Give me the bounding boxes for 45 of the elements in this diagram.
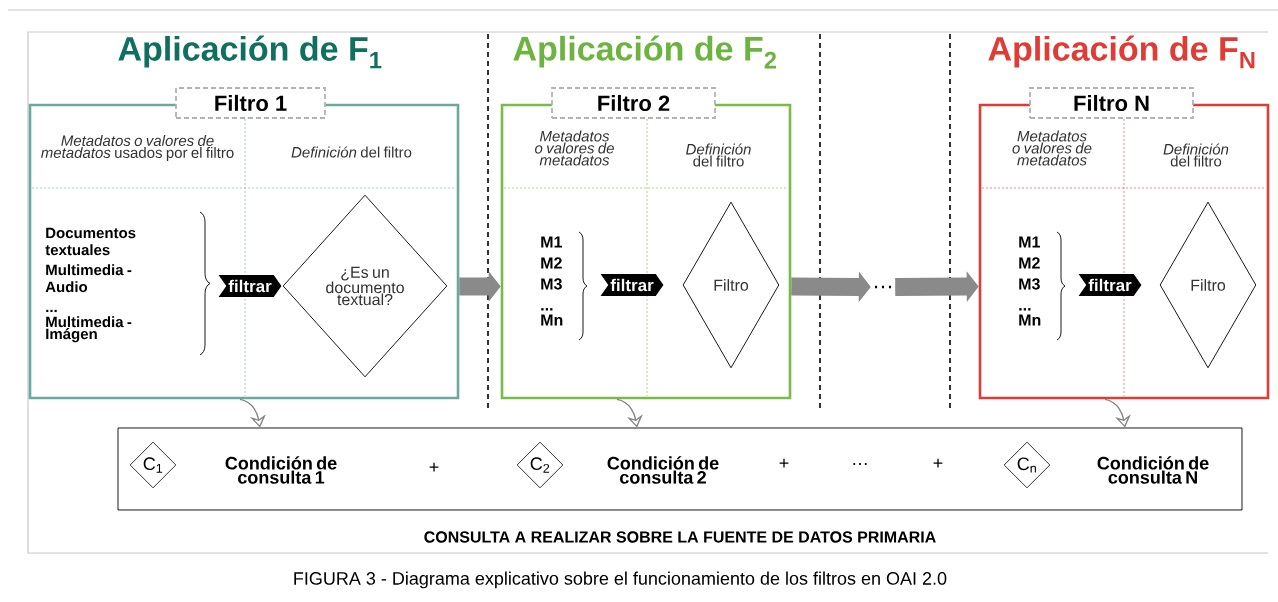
item-list: M1 M2 M3 ... Mn [1019,236,1041,326]
column-header: Metadatos o valores de metadatos [1012,130,1092,166]
condition-text: Condición de consulta 2 [607,456,719,484]
node-label: Mn [1019,314,1041,326]
ellipsis: … [875,285,892,289]
section-heading: Aplicación de F$_{2}$ [513,35,777,69]
caption: FIGURA 3 - Diagrama explicativo sobre el funcionamiento de los filtros en OAI 2.0 [294,571,947,589]
node-label: M3 [1019,278,1040,290]
section-heading: Aplicación de F$_{N}$ [988,35,1255,69]
operator: + [779,458,789,468]
column-header: Metadatos o valores de metadatos usados por el filtro [41,135,234,161]
curved-arrow [1104,398,1131,428]
filter-tag: filtrar [600,274,664,296]
condition-text: Condición de consulta 1 [225,456,337,484]
node-label: M3 [541,278,562,290]
item-list: Documentos textuales Multimedia - Audio ... Multimedia - Imágen [45,227,136,343]
curved-arrow [239,398,266,428]
node-label: Multimedia - Imágen [46,316,132,343]
column-header: Metadatos o valores de metadatos [534,130,614,166]
column-header: Definición del filtro [291,146,412,158]
node-label: Multimedia - Audio [45,264,132,293]
filter-tag: Filtro 2 [551,87,716,119]
node-label: Documentos textuales [45,227,136,256]
node-label: ... [46,309,57,313]
box-title: CONSULTA A REALIZAR SOBRE LA FUENTE DE DATOS PRIMARIA [424,531,936,543]
node-label: M1 [1019,236,1040,248]
column-header: Definición del filtro [686,143,751,167]
node-label: M2 [541,257,562,269]
node-label: M1 [541,236,562,248]
column-header: Definición del filtro [1163,143,1229,167]
item-list: M1 M2 M3 ... Mn [541,236,563,326]
node-label: M2 [1019,257,1040,269]
filter-tag: Filtro N [1029,87,1194,119]
node-label: Mn [541,314,563,326]
curved-arrow [616,398,643,428]
node-label: ... [1019,308,1031,311]
operator: + [429,462,439,472]
filter-tag: filtrar [1078,274,1142,296]
operator: … [853,463,867,465]
section-heading: Aplicación de F$_{1}$ [118,35,382,69]
condition-text: Condición de consulta N [1097,456,1209,484]
filter-tag: filtrar [218,275,282,297]
filter-tag: Filtro 1 [175,87,326,119]
node-label: ... [541,308,553,311]
operator: + [933,458,943,468]
